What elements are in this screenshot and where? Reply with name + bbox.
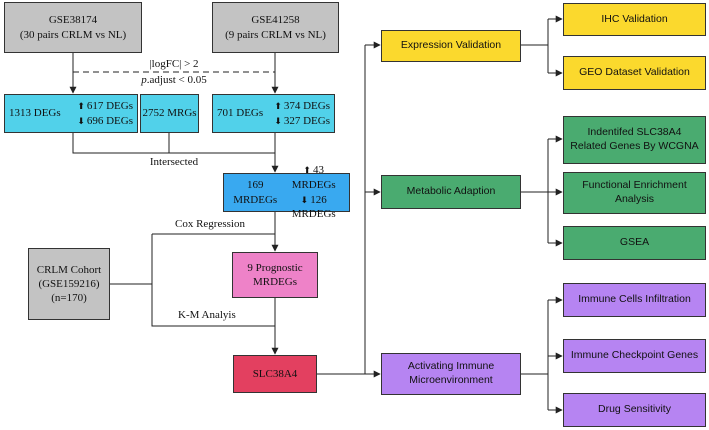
expression-validation-box: Expression Validation xyxy=(381,30,521,62)
degs-right-box: 701 DEGs ⬆374 DEGs ⬇327 DEGs xyxy=(212,94,335,133)
wgcna-line2: Related Genes By WCGNA xyxy=(570,140,699,152)
gse38174-subtitle: (30 pairs CRLM vs NL) xyxy=(19,28,127,41)
cohort-title: CRLM Cohort xyxy=(36,263,102,276)
immune-infiltration-text: Immune Cells Infiltration xyxy=(578,293,691,306)
prognostic-line1: 9 Prognostic xyxy=(247,261,303,274)
degs-right-up-value: 374 DEGs xyxy=(283,99,330,112)
degs-right-down-value: 327 DEGs xyxy=(283,114,330,127)
mrdegs-down-value: 126 MRDEGs xyxy=(291,193,336,221)
degs-right-down: ⬇327 DEGs xyxy=(274,114,330,129)
arrow-up-icon: ⬆ xyxy=(77,100,85,111)
intersected-label: Intersected xyxy=(149,156,199,168)
degs-left-down-value: 696 DEGs xyxy=(86,114,133,127)
degs-left-split: ⬆617 DEGs ⬇696 DEGs xyxy=(77,99,133,129)
padjust-rest: .adjust < 0.05 xyxy=(146,74,207,86)
degs-right-up: ⬆374 DEGs xyxy=(274,99,330,114)
expression-validation-text: Expression Validation xyxy=(400,39,502,52)
arrow-up-icon: ⬆ xyxy=(274,100,282,111)
geo-validation-box: GEO Dataset Validation xyxy=(563,56,706,90)
arrow-down-icon: ⬇ xyxy=(274,115,282,126)
cohort-bracket xyxy=(151,234,275,327)
cohort-box: CRLM Cohort (GSE159216) (n=170) xyxy=(28,248,110,320)
slc38a4-text: SLC38A4 xyxy=(252,367,298,380)
wgcna-box: Indentifed SLC38A4 Related Genes By WCGN… xyxy=(563,116,706,164)
mrgs-text: 2752 MRGs xyxy=(142,107,197,120)
gse41258-box: GSE41258 (9 pairs CRLM vs NL) xyxy=(212,2,339,53)
immune-line2: Microenvironment xyxy=(409,374,493,386)
mrdegs-up: ⬆43 MRDEGs xyxy=(282,163,345,193)
arrow-down-icon: ⬇ xyxy=(77,115,85,126)
drug-sensitivity-text: Drug Sensitivity xyxy=(598,403,671,416)
gse38174-title: GSE38174 xyxy=(48,14,98,27)
drug-sensitivity-box: Drug Sensitivity xyxy=(563,393,706,427)
immune-microenvironment-box: Activating Immune Microenvironment xyxy=(381,353,521,395)
checkpoint-genes-text: Immune Checkpoint Genes xyxy=(570,349,699,362)
padjust-p: p xyxy=(141,74,147,86)
geo-validation-text: GEO Dataset Validation xyxy=(579,66,690,79)
enrichment-line1: Functional Enrichment xyxy=(582,179,687,192)
prognostic-box: 9 Prognostic MRDEGs xyxy=(232,252,318,298)
wgcna-line1: Indentifed SLC38A4 xyxy=(587,126,682,139)
cox-label: Cox Regression xyxy=(175,218,245,230)
mrdegs-total: 169 MRDEGs xyxy=(233,179,278,206)
ihc-validation-box: IHC Validation xyxy=(563,3,706,36)
prognostic-line2: MRDEGs xyxy=(252,276,297,288)
gsea-text: GSEA xyxy=(619,236,650,249)
immune-infiltration-box: Immune Cells Infiltration xyxy=(563,283,706,317)
gsea-box: GSEA xyxy=(563,226,706,260)
degs-left-up-value: 617 DEGs xyxy=(86,99,133,112)
cohort-count: (n=170) xyxy=(51,292,87,305)
metabolic-adaption-text: Metabolic Adaption xyxy=(406,185,496,198)
enrichment-box: Functional Enrichment Analysis xyxy=(563,172,706,214)
intersect-connector xyxy=(72,133,275,154)
immune-line1: Activating Immune xyxy=(407,360,495,373)
gse38174-box: GSE38174 (30 pairs CRLM vs NL) xyxy=(4,2,142,53)
slc38a4-box: SLC38A4 xyxy=(233,355,317,393)
arrow-down-icon: ⬇ xyxy=(300,194,309,205)
km-label: K-M Analyis xyxy=(178,309,236,321)
degs-right-total: 701 DEGs xyxy=(217,107,264,120)
ihc-validation-text: IHC Validation xyxy=(601,12,668,25)
gse41258-title: GSE41258 xyxy=(251,14,300,27)
degs-left-down: ⬇696 DEGs xyxy=(77,114,133,129)
metabolic-adaption-box: Metabolic Adaption xyxy=(381,175,521,209)
degs-left-up: ⬆617 DEGs xyxy=(77,99,133,114)
padjust-label: p.adjust < 0.05 xyxy=(141,74,206,86)
arrow-up-icon: ⬆ xyxy=(303,164,311,175)
mrdegs-split: ⬆43 MRDEGs ⬇126 MRDEGs xyxy=(282,163,345,222)
degs-left-box: 1313 DEGs ⬆617 DEGs ⬇696 DEGs xyxy=(4,94,138,133)
mrdegs-up-value: 43 MRDEGs xyxy=(291,163,336,191)
enrichment-line2: Analysis xyxy=(614,193,655,205)
logfc-label: |logFC| > 2 xyxy=(149,58,199,70)
mrdegs-down: ⬇126 MRDEGs xyxy=(282,193,345,223)
mrdegs-box: 169 MRDEGs ⬆43 MRDEGs ⬇126 MRDEGs xyxy=(223,164,350,220)
degs-left-total: 1313 DEGs xyxy=(9,107,61,120)
degs-right-split: ⬆374 DEGs ⬇327 DEGs xyxy=(274,99,330,129)
cohort-id: (GSE159216) xyxy=(38,277,100,290)
mrgs-box: 2752 MRGs xyxy=(140,94,199,133)
checkpoint-genes-box: Immune Checkpoint Genes xyxy=(563,339,706,373)
gse41258-subtitle: (9 pairs CRLM vs NL) xyxy=(225,28,326,41)
